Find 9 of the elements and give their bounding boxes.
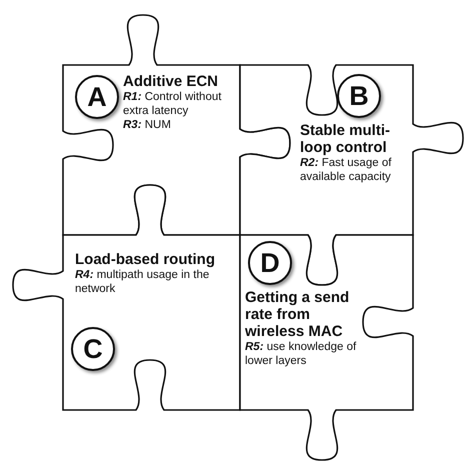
requirement-text: R4: multipath usage in the network <box>75 268 210 296</box>
piece-title: Load-based routing <box>75 251 216 268</box>
requirement-text: R3: NUM <box>123 118 172 132</box>
requirement-text: R1: Control without extra latency <box>123 90 222 118</box>
requirement-text: R5: use knowledge of lower layers <box>245 340 358 368</box>
piece-title: Stable multi-loop control <box>300 122 392 156</box>
piece-title: Additive ECN <box>123 73 220 90</box>
piece-title: Getting a send rate from wireless MAC <box>245 289 350 340</box>
requirement-text: R2: Fast usage of available capacity <box>300 156 392 184</box>
